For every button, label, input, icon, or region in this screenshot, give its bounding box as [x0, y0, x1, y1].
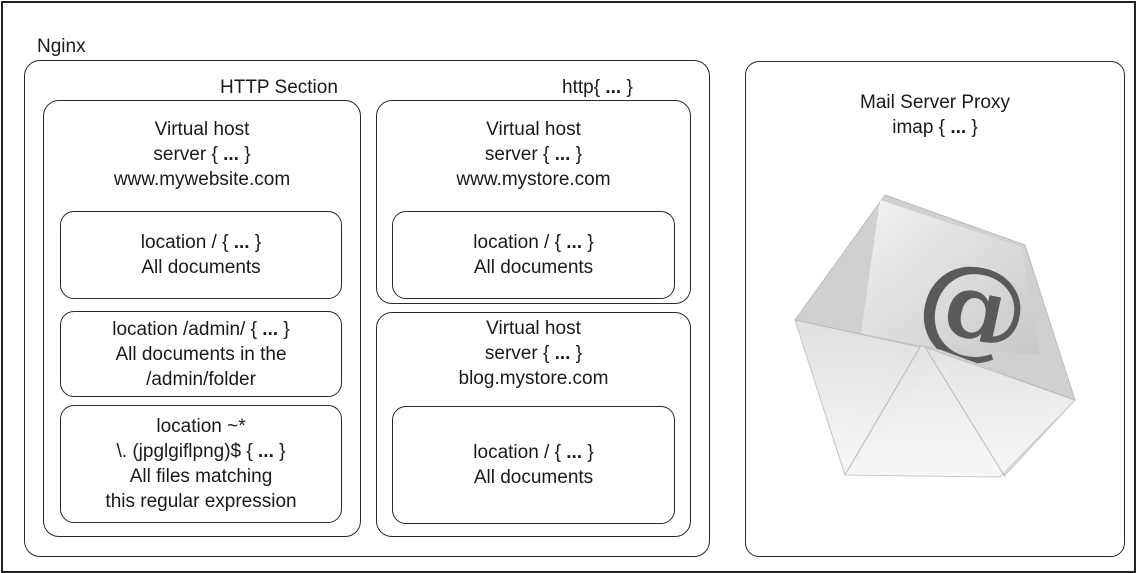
mail-title: Mail Server Proxy	[860, 92, 1010, 113]
envelope-at-icon: @	[794, 194, 1076, 478]
vhost-server-directive: server { ... }	[484, 342, 583, 364]
vhost-mywebsite-header: Virtual host server { ... } www.mywebsit…	[43, 114, 361, 194]
vhost-title: Virtual host	[486, 317, 581, 339]
vhost-mystore-header: Virtual host server { ... } www.mystore.…	[376, 114, 691, 194]
location-description: /admin/folder	[146, 368, 256, 390]
location-root-mywebsite: location / { ... } All documents	[60, 211, 342, 299]
location-description: this regular expression	[105, 491, 297, 512]
location-directive: location ~*	[156, 416, 246, 437]
location-regex-pattern: \. (jpglgiflpng)$ { ... }	[116, 441, 286, 462]
http-block-label: http{ ... }	[562, 77, 633, 98]
location-directive: location /admin/ { ... }	[112, 318, 290, 340]
location-description: All documents in the	[115, 343, 287, 365]
vhost-title: Virtual host	[486, 118, 581, 140]
location-directive: location / { ... }	[140, 232, 262, 253]
vhost-domain: blog.mystore.com	[458, 367, 609, 389]
location-description: All files matching	[129, 466, 273, 487]
vhost-title: Virtual host	[154, 118, 250, 140]
location-admin: location /admin/ { ... } All documents i…	[60, 311, 342, 397]
vhost-domain: www.mywebsite.com	[113, 168, 291, 190]
location-description: All documents	[473, 257, 594, 278]
mail-header: Mail Server Proxy imap { ... }	[745, 88, 1125, 142]
http-section-label: HTTP Section	[220, 77, 338, 98]
location-directive: location / { ... }	[473, 442, 594, 463]
location-directive: location / { ... }	[473, 232, 594, 253]
location-description: All documents	[141, 257, 261, 278]
vhost-blog-header: Virtual host server { ... } blog.mystore…	[376, 312, 691, 394]
nginx-label: Nginx	[37, 36, 86, 57]
vhost-server-directive: server { ... }	[484, 143, 583, 165]
vhost-domain: www.mystore.com	[456, 168, 611, 190]
vhost-server-directive: server { ... }	[153, 143, 251, 165]
location-regex: location ~* \. (jpglgiflpng)$ { ... } Al…	[60, 405, 342, 523]
location-description: All documents	[473, 467, 594, 488]
location-root-blog: location / { ... } All documents	[392, 406, 675, 524]
location-root-mystore: location / { ... } All documents	[392, 211, 675, 299]
mail-imap-directive: imap { ... }	[892, 117, 978, 138]
